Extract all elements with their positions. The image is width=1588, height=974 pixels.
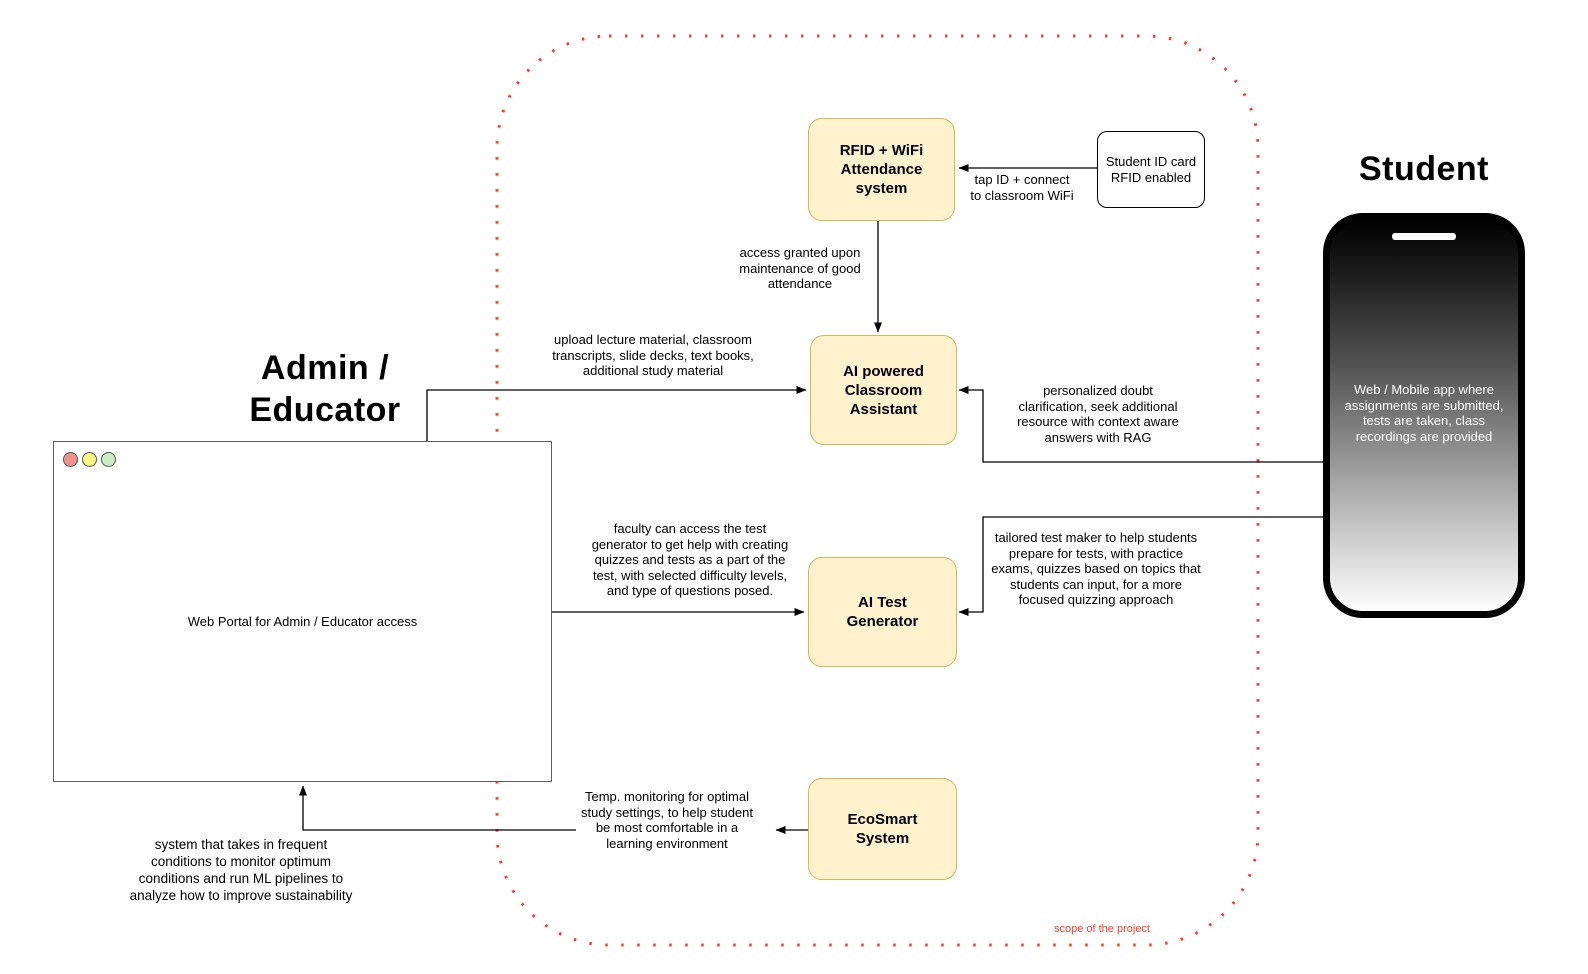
label-faculty-access: faculty can access the test generator to… (591, 521, 789, 598)
node-rfid-attendance-system: RFID + WiFi Attendance system (808, 118, 955, 221)
browser-maximize-icon (101, 452, 116, 467)
label-tailored-test: tailored test maker to help students pre… (991, 530, 1201, 607)
label-personalized-doubt: personalized doubt clarification, seek a… (1017, 383, 1179, 445)
web-portal-window: Web Portal for Admin / Educator access (53, 441, 552, 782)
node-ai-test-generator: AI Test Generator (808, 557, 957, 667)
edge-portal-to-assistant (426, 386, 807, 441)
node-ai-classroom-assistant: AI powered Classroom Assistant (810, 335, 957, 445)
web-portal-label: Web Portal for Admin / Educator access (187, 614, 418, 629)
label-ml-pipelines: system that takes in frequent conditions… (129, 837, 353, 903)
browser-close-icon (63, 452, 78, 467)
label-tap-id: tap ID + connect to classroom WiFi (970, 172, 1074, 203)
label-upload-material: upload lecture material, classroom trans… (552, 332, 754, 378)
scope-of-project-label: scope of the project (1053, 923, 1150, 935)
browser-minimize-icon (82, 452, 97, 467)
admin-educator-title: Admin / Educator (249, 349, 401, 429)
browser-traffic-lights (63, 452, 116, 467)
student-app-description: Web / Mobile app where assignments are s… (1344, 382, 1504, 444)
edge-label-to-portal (299, 785, 576, 831)
node-ecosmart-system: EcoSmart System (808, 778, 957, 880)
node-student-id-card: Student ID card RFID enabled (1097, 131, 1205, 208)
label-access-granted: access granted upon maintenance of good … (739, 245, 861, 291)
phone-speaker (1392, 233, 1456, 240)
student-phone: Web / Mobile app where assignments are s… (1323, 213, 1525, 618)
label-temp-monitoring: Temp. monitoring for optimal study setti… (581, 789, 753, 851)
student-title: Student (1358, 150, 1490, 188)
